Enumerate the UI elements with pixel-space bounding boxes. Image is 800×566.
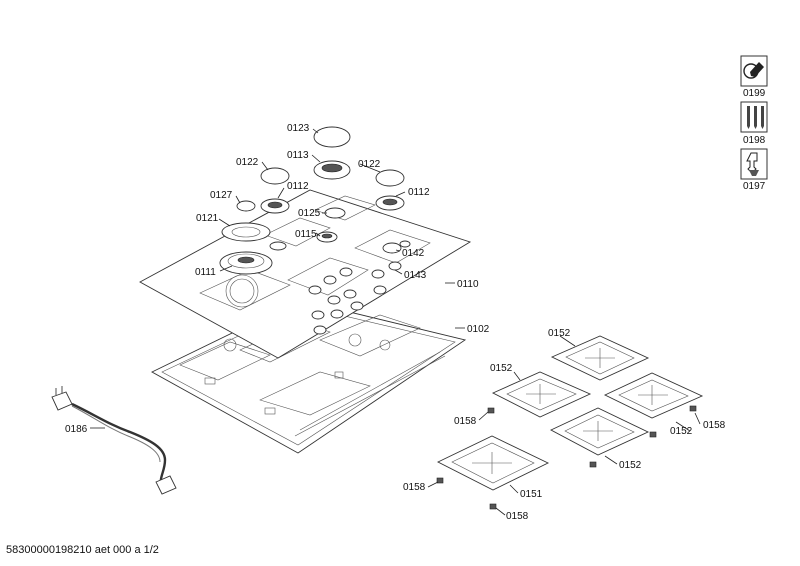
screws-icon	[747, 106, 764, 129]
control-knobs-0143[interactable]	[308, 261, 402, 335]
pan-support-0152-top[interactable]	[550, 335, 650, 381]
label-0112-left: 0112	[287, 181, 309, 192]
nozzle-icon	[746, 152, 759, 176]
part-labels: 0123 0113 0122 0122 0112 0112 0127 0125 …	[65, 123, 726, 522]
label-0158-c: 0158	[403, 482, 426, 493]
label-0115: 0115	[295, 229, 317, 240]
large-burner-0111[interactable]	[219, 241, 287, 275]
cap-0127[interactable]	[236, 200, 256, 212]
base-tray-0102[interactable]	[151, 299, 467, 454]
icon-0198[interactable]: 0198	[740, 101, 768, 146]
label-0143: 0143	[404, 270, 427, 281]
label-0142: 0142	[402, 248, 425, 259]
label-0152-left: 0152	[490, 363, 513, 374]
label-0151: 0151	[520, 489, 543, 500]
power-cord-0186[interactable]	[51, 386, 177, 495]
rubber-feet-0158[interactable]	[436, 405, 697, 510]
label-0127: 0127	[210, 190, 233, 201]
cap-0122-left[interactable]	[260, 167, 290, 185]
label-0158-a: 0158	[454, 416, 477, 427]
label-0123: 0123	[287, 123, 310, 134]
label-0122-right: 0122	[358, 159, 381, 170]
document-id: 58300000198210 aet 000 a 1/2	[6, 544, 159, 556]
label-0152-bottom: 0152	[619, 460, 642, 471]
icon-0197-label: 0197	[743, 181, 766, 192]
icon-0199-label: 0199	[743, 88, 766, 99]
pan-support-0152-right[interactable]	[603, 372, 704, 419]
icon-0197[interactable]: 0197	[740, 148, 768, 192]
burner-0115[interactable]	[316, 231, 338, 243]
cap-0122-right[interactable]	[375, 169, 405, 187]
label-0122-left: 0122	[236, 157, 259, 168]
pan-support-0151[interactable]	[436, 435, 550, 491]
label-0152-right: 0152	[670, 426, 693, 437]
label-0186: 0186	[65, 424, 88, 435]
pan-support-0152-bottom[interactable]	[549, 407, 650, 456]
label-0125: 0125	[298, 208, 321, 219]
label-0152-top: 0152	[548, 328, 571, 339]
label-0110: 0110	[457, 279, 479, 290]
burner-0112-left[interactable]	[260, 198, 290, 214]
burner-0112-right[interactable]	[375, 195, 405, 211]
burner-ring-0121[interactable]	[221, 222, 271, 242]
leader-lines	[90, 128, 701, 516]
label-0121: 0121	[196, 213, 219, 224]
label-0158-b: 0158	[703, 420, 726, 431]
label-0112-right: 0112	[408, 187, 430, 198]
cap-0125[interactable]	[324, 207, 346, 219]
cap-0123[interactable]	[313, 126, 351, 148]
icon-0199[interactable]: 0199	[740, 55, 768, 99]
burner-0113[interactable]	[313, 160, 351, 180]
label-0158-d: 0158	[506, 511, 529, 522]
service-tool-icon	[743, 62, 764, 79]
icon-0198-label: 0198	[743, 135, 766, 146]
pan-support-0152-left[interactable]	[491, 371, 592, 418]
hob-top-0110[interactable]	[139, 189, 472, 359]
label-0113: 0113	[287, 150, 309, 161]
label-0102: 0102	[467, 324, 490, 335]
label-0111: 0111	[195, 267, 216, 278]
